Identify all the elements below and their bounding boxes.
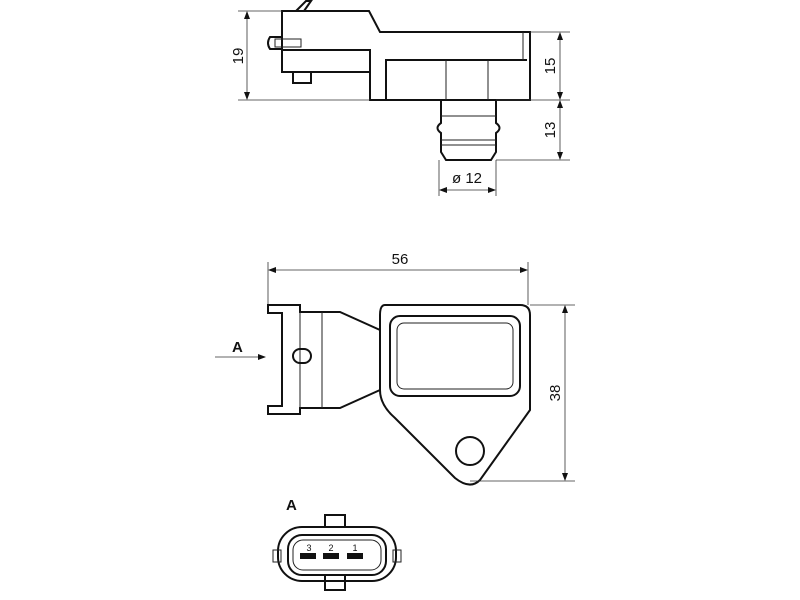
dim-label-15: 15 bbox=[542, 58, 559, 75]
dim-label-19: 19 bbox=[230, 48, 247, 65]
connector-view-title: A bbox=[286, 497, 297, 514]
latch-pin bbox=[267, 36, 282, 50]
connector-lower bbox=[281, 50, 369, 73]
pressure-port bbox=[436, 100, 501, 161]
pin-label: 2 bbox=[328, 543, 333, 553]
sensor-body-outline bbox=[281, 10, 531, 101]
view-arrow-label: A bbox=[232, 339, 243, 356]
dim-label-56: 56 bbox=[392, 251, 409, 268]
side-view: 56 38 A bbox=[215, 251, 575, 486]
dim-label-38: 38 bbox=[547, 385, 564, 402]
mounting-hole bbox=[455, 436, 485, 466]
latch-slot bbox=[274, 38, 302, 48]
sensor-body-side bbox=[379, 304, 531, 486]
connector-key-top bbox=[324, 514, 346, 527]
pin-label: 3 bbox=[306, 543, 311, 553]
pin-3 bbox=[300, 553, 316, 559]
sensor-cover bbox=[389, 315, 521, 397]
connector-socket bbox=[287, 534, 387, 576]
lower-tab bbox=[292, 71, 312, 84]
dim-label-13: 13 bbox=[542, 122, 559, 139]
top-latch bbox=[295, 0, 313, 12]
top-view: 19 15 13 ø 12 bbox=[230, 0, 570, 196]
connector-key-bottom bbox=[324, 575, 346, 591]
connector-socket-inner bbox=[292, 539, 382, 571]
pin-1 bbox=[347, 553, 363, 559]
connector-side-latch bbox=[272, 549, 282, 563]
pin-2 bbox=[323, 553, 339, 559]
body-step bbox=[385, 59, 527, 100]
connector-side-latch bbox=[392, 549, 402, 563]
connector-housing bbox=[267, 304, 381, 415]
latch-window bbox=[292, 348, 312, 364]
sensor-cover-inner bbox=[396, 322, 514, 390]
pin-label: 1 bbox=[352, 543, 357, 553]
dim-label-diameter: ø 12 bbox=[452, 170, 482, 187]
connector-view: A 3 2 1 bbox=[272, 497, 402, 591]
connector-shell bbox=[277, 526, 397, 582]
